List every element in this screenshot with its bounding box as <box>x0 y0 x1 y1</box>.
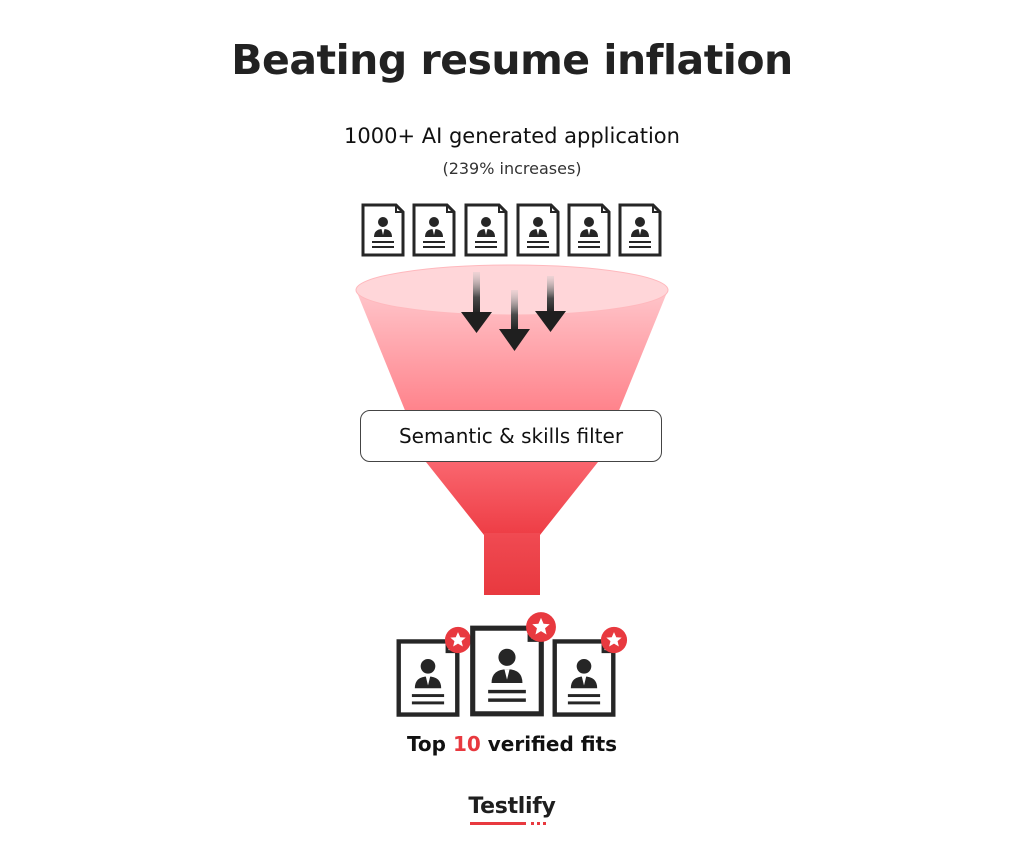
applications-count-label: 1000+ AI generated application <box>344 124 680 148</box>
result-prefix: Top <box>406 732 453 756</box>
page-title: Beating resume inflation <box>231 36 793 84</box>
result-suffix: verified fits <box>480 732 618 756</box>
logo-dots <box>530 822 550 825</box>
result-count: 10 <box>452 732 481 756</box>
arrow-down-icon <box>535 276 566 332</box>
increase-note: (239% increases) <box>442 159 582 178</box>
filter-label-box: Semantic & skills filter <box>360 410 662 462</box>
logo-underline <box>470 822 527 825</box>
funnel-spout <box>484 533 540 595</box>
filter-label: Semantic & skills filter <box>398 424 624 448</box>
arrow-down-icon <box>499 290 530 351</box>
result-label: Top 10 verified fits <box>0 732 1024 756</box>
brand-logo: Testlify <box>0 794 1024 825</box>
arrow-down-icon <box>461 272 492 333</box>
star-badge-icon <box>600 626 628 654</box>
brand-name: Testlify <box>468 794 556 819</box>
